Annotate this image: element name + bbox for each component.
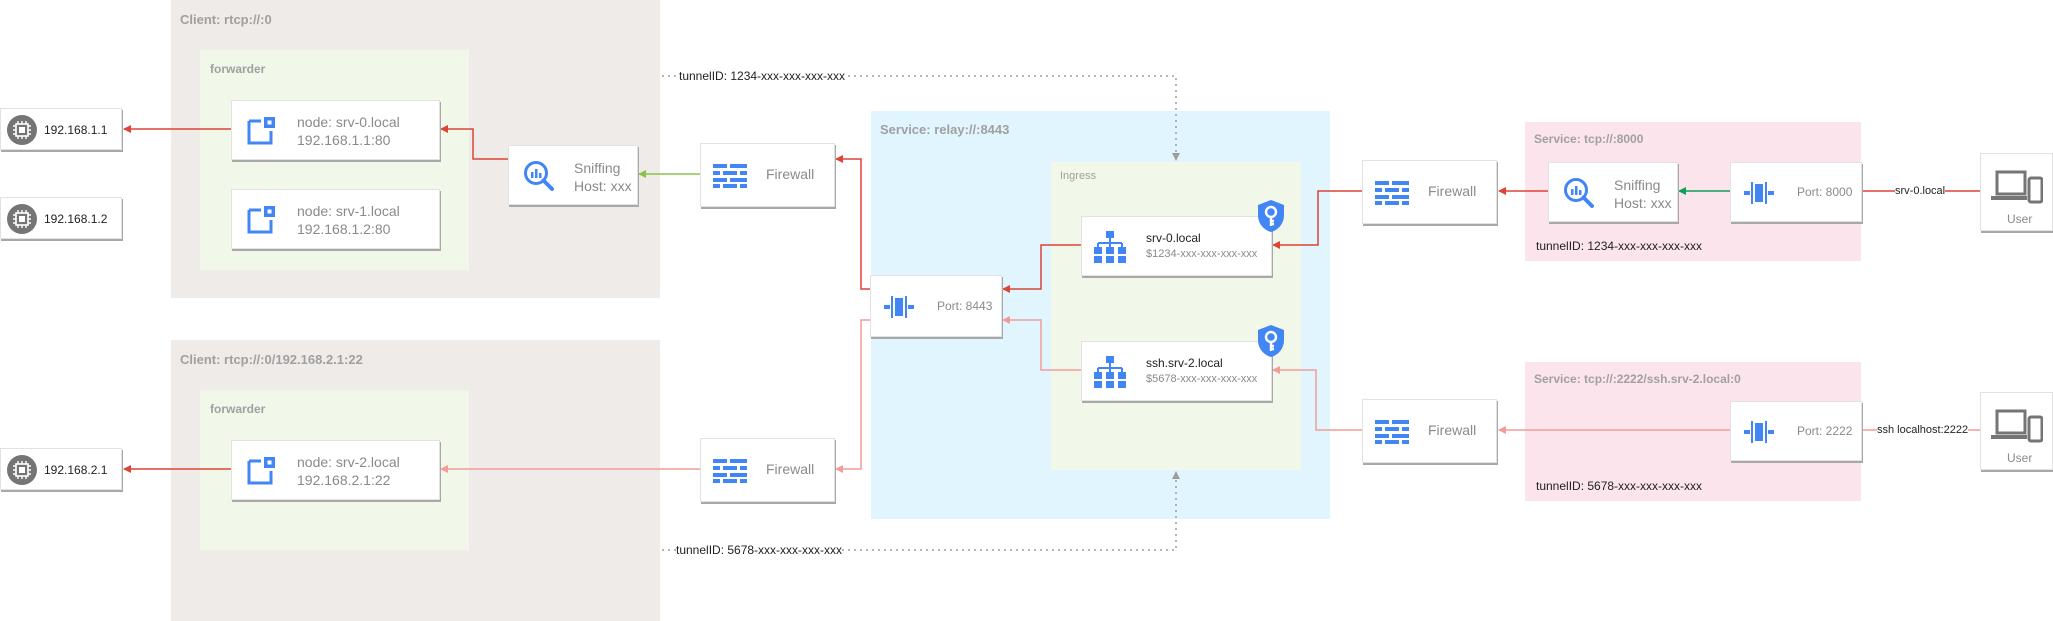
- node-icon: [247, 457, 275, 485]
- host-card-2[interactable]: 192.168.1.2: [0, 197, 122, 239]
- host-1-label: 192.168.1.1: [44, 123, 108, 137]
- firewall-icon: [1375, 420, 1409, 444]
- host-3-label: 192.168.2.1: [44, 463, 108, 477]
- load-balancer-icon: [1094, 231, 1126, 263]
- service-zone-2-title: Service: tcp://:2222/ssh.srv-2.local:0: [1534, 372, 1741, 386]
- key-icon: [1258, 325, 1284, 357]
- service-zone-2-tunnel-id: tunnelID: 5678-xxx-xxx-xxx-xxx: [1536, 479, 1703, 493]
- user-bottom-edge-label: ssh localhost:2222: [1877, 423, 1969, 437]
- host-card-3[interactable]: 192.168.2.1: [0, 448, 122, 490]
- firewall-card-right-bottom[interactable]: Firewall: [1362, 399, 1497, 463]
- node-srv0-name: node: srv-0.local: [297, 114, 400, 130]
- forwarder-zone-2-title: forwarder: [210, 402, 266, 416]
- user-card-bottom[interactable]: User: [1980, 392, 2053, 470]
- host-2-label: 192.168.1.2: [44, 212, 108, 226]
- firewall-left-bottom-label: Firewall: [766, 461, 815, 477]
- node-srv1-name: node: srv-1.local: [297, 203, 400, 219]
- port-2222-label: Port: 2222: [1797, 424, 1853, 438]
- ingress-rule-srv0-tunnel: $1234-xxx-xxx-xxx-xxx: [1146, 248, 1258, 260]
- chip-icon: [7, 455, 37, 485]
- chip-icon: [7, 115, 37, 145]
- magnifier-chart-icon: [524, 161, 554, 191]
- relay-port-label: Port: 8443: [937, 299, 993, 313]
- relay-port-card[interactable]: Port: 8443: [870, 275, 1002, 337]
- chip-icon: [7, 204, 37, 234]
- user-bottom-label: User: [2007, 451, 2033, 465]
- ingress-zone-title: Ingress: [1060, 170, 1097, 182]
- node-srv2-addr: 192.168.2.1:22: [297, 472, 391, 488]
- sniffing-left-line1: Sniffing: [574, 160, 621, 176]
- sniffing-right-line1: Sniffing: [1614, 177, 1661, 193]
- client-zone-1-title: Client: rtcp://:0: [180, 12, 272, 27]
- firewall-card-left-top[interactable]: Firewall: [700, 143, 835, 207]
- firewall-icon: [713, 459, 747, 483]
- service-zone-1-title: Service: tcp://:8000: [1534, 132, 1644, 146]
- relay-zone-title: Service: relay://:8443: [880, 122, 1010, 137]
- node-icon: [247, 206, 275, 234]
- edge-relay-port-to-firewall-left-top: [835, 155, 870, 290]
- tunnel-bottom-label: tunnelID: 5678-xxx-xxx-xxx-xxx: [676, 543, 843, 557]
- client-zone-2-title: Client: rtcp://:0/192.168.2.1:22: [180, 352, 363, 367]
- magnifier-chart-icon: [1564, 178, 1594, 208]
- port-8000-label: Port: 8000: [1797, 185, 1853, 199]
- firewall-card-left-bottom[interactable]: Firewall: [700, 438, 835, 502]
- tunnel-top-label: tunnelID: 1234-xxx-xxx-xxx-xxx: [679, 69, 846, 83]
- sniffing-left-line2: Host: xxx: [574, 178, 632, 194]
- node-icon: [247, 117, 275, 145]
- service-zone-1-tunnel-id: tunnelID: 1234-xxx-xxx-xxx-xxx: [1536, 239, 1703, 253]
- ingress-rule-srv0-host: srv-0.local: [1146, 231, 1201, 245]
- port-8000-card[interactable]: Port: 8000: [1730, 162, 1862, 222]
- key-icon: [1258, 200, 1284, 232]
- user-card-top[interactable]: User: [1980, 153, 2053, 231]
- node-srv0-addr: 192.168.1.1:80: [297, 132, 391, 148]
- firewall-right-top-label: Firewall: [1428, 183, 1477, 199]
- node-card-srv2[interactable]: node: srv-2.local 192.168.2.1:22: [231, 440, 440, 500]
- node-srv2-name: node: srv-2.local: [297, 454, 400, 470]
- forwarder-zone-1-title: forwarder: [210, 62, 266, 76]
- user-top-label: User: [2007, 212, 2033, 226]
- firewall-icon: [713, 164, 747, 188]
- firewall-icon: [1375, 181, 1409, 205]
- node-card-srv0[interactable]: node: srv-0.local 192.168.1.1:80: [231, 100, 440, 160]
- user-top-edge-label: srv-0.local: [1895, 184, 1946, 198]
- laptop-mobile-icon: [1991, 409, 2043, 443]
- sniffing-card-right[interactable]: Sniffing Host: xxx: [1548, 162, 1678, 222]
- ingress-rule-ssh-host: ssh.srv-2.local: [1146, 356, 1223, 370]
- sniffing-right-line2: Host: xxx: [1614, 195, 1672, 211]
- load-balancer-icon: [1094, 356, 1126, 388]
- host-card-1[interactable]: 192.168.1.1: [0, 108, 122, 150]
- ingress-rule-ssh[interactable]: ssh.srv-2.local $5678-xxx-xxx-xxx-xxx: [1081, 341, 1272, 401]
- firewall-card-right-top[interactable]: Firewall: [1362, 160, 1497, 224]
- node-card-srv1[interactable]: node: srv-1.local 192.168.1.2:80: [231, 189, 440, 249]
- port-icon: [884, 296, 914, 318]
- ingress-rule-ssh-tunnel: $5678-xxx-xxx-xxx-xxx: [1146, 373, 1258, 385]
- firewall-left-top-label: Firewall: [766, 166, 815, 182]
- firewall-right-bottom-label: Firewall: [1428, 422, 1477, 438]
- port-icon: [1744, 182, 1774, 204]
- laptop-mobile-icon: [1991, 170, 2043, 204]
- edge-relay-port-to-firewall-left-bottom: [835, 319, 870, 473]
- port-2222-card[interactable]: Port: 2222: [1730, 401, 1862, 461]
- ingress-rule-srv0[interactable]: srv-0.local $1234-xxx-xxx-xxx-xxx: [1081, 216, 1272, 276]
- port-icon: [1744, 421, 1774, 443]
- sniffing-card-left[interactable]: Sniffing Host: xxx: [508, 145, 638, 205]
- node-srv1-addr: 192.168.1.2:80: [297, 221, 391, 237]
